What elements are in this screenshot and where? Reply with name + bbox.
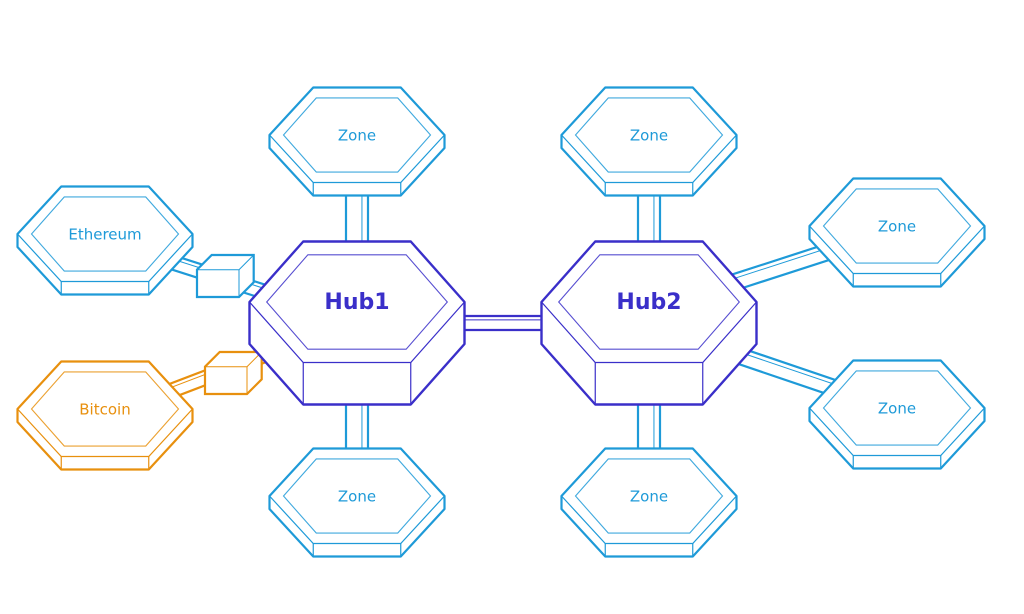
link-hub1-hub2-body [458, 314, 550, 332]
zone-bottom-left-inner-hex [282, 458, 432, 534]
zone-bottom-left-top-face-edge [269, 495, 445, 545]
ethereum-inner-hex [30, 196, 180, 272]
ethereum-label: Ethereum [68, 226, 141, 244]
peg-zone-bitcoin-outline [203, 350, 263, 396]
bitcoin-inner-hex [30, 371, 180, 447]
zone-top-right-label: Zone [630, 127, 668, 145]
hub2-top-face-edge [541, 301, 757, 364]
link-hub1-hub2 [458, 314, 550, 332]
zone-bottom-left-label: Zone [338, 488, 376, 506]
hub2-label: Hub2 [616, 290, 681, 315]
node-bitcoin: Bitcoin [16, 360, 194, 471]
zone-right-upper-top-face-edge [809, 225, 985, 275]
node-zone-bottom-right: Zone [560, 447, 738, 558]
peg-zone-ethereum [195, 253, 255, 299]
zone-bottom-right-inner-hex [574, 458, 724, 534]
link-zone-top-left-hub1-body [344, 188, 370, 247]
ethereum-top-face-edge [17, 233, 193, 283]
node-ethereum: Ethereum [16, 185, 194, 296]
node-hub1: Hub1 [248, 240, 466, 406]
hub2-outline [540, 240, 758, 406]
zone-top-right-inner-hex [574, 97, 724, 173]
bitcoin-label: Bitcoin [79, 401, 130, 419]
zone-bottom-right-label: Zone [630, 488, 668, 506]
node-zone-right-upper: Zone [808, 177, 986, 288]
hub1-outline [248, 240, 466, 406]
zone-right-upper-inner-hex [822, 188, 972, 264]
node-hub2: Hub2 [540, 240, 758, 406]
node-zone-bottom-left: Zone [268, 447, 446, 558]
link-zone-top-right-hub2-body [636, 188, 662, 247]
zone-top-left-top-face-edge [269, 134, 445, 184]
link-zone-top-left-hub1 [344, 188, 370, 247]
zone-bottom-right-top-face-edge [561, 495, 737, 545]
peg-zone-ethereum-outline [195, 253, 255, 299]
peg-zone-bitcoin [203, 350, 263, 396]
node-zone-top-right: Zone [560, 86, 738, 197]
node-zone-right-lower: Zone [808, 359, 986, 470]
hub2-inner-hex [557, 254, 741, 350]
zone-right-lower-inner-hex [822, 370, 972, 446]
bitcoin-top-face-edge [17, 408, 193, 458]
zone-top-left-label: Zone [338, 127, 376, 145]
link-zone-top-right-hub2 [636, 188, 662, 247]
zone-top-right-top-face-edge [561, 134, 737, 184]
hub1-top-face-edge [249, 301, 465, 364]
zone-right-upper-label: Zone [878, 218, 916, 236]
hub1-inner-hex [265, 254, 449, 350]
hub1-label: Hub1 [324, 290, 389, 315]
zone-right-lower-top-face-edge [809, 407, 985, 457]
zone-right-lower-label: Zone [878, 400, 916, 418]
zone-top-left-inner-hex [282, 97, 432, 173]
node-zone-top-left: Zone [268, 86, 446, 197]
